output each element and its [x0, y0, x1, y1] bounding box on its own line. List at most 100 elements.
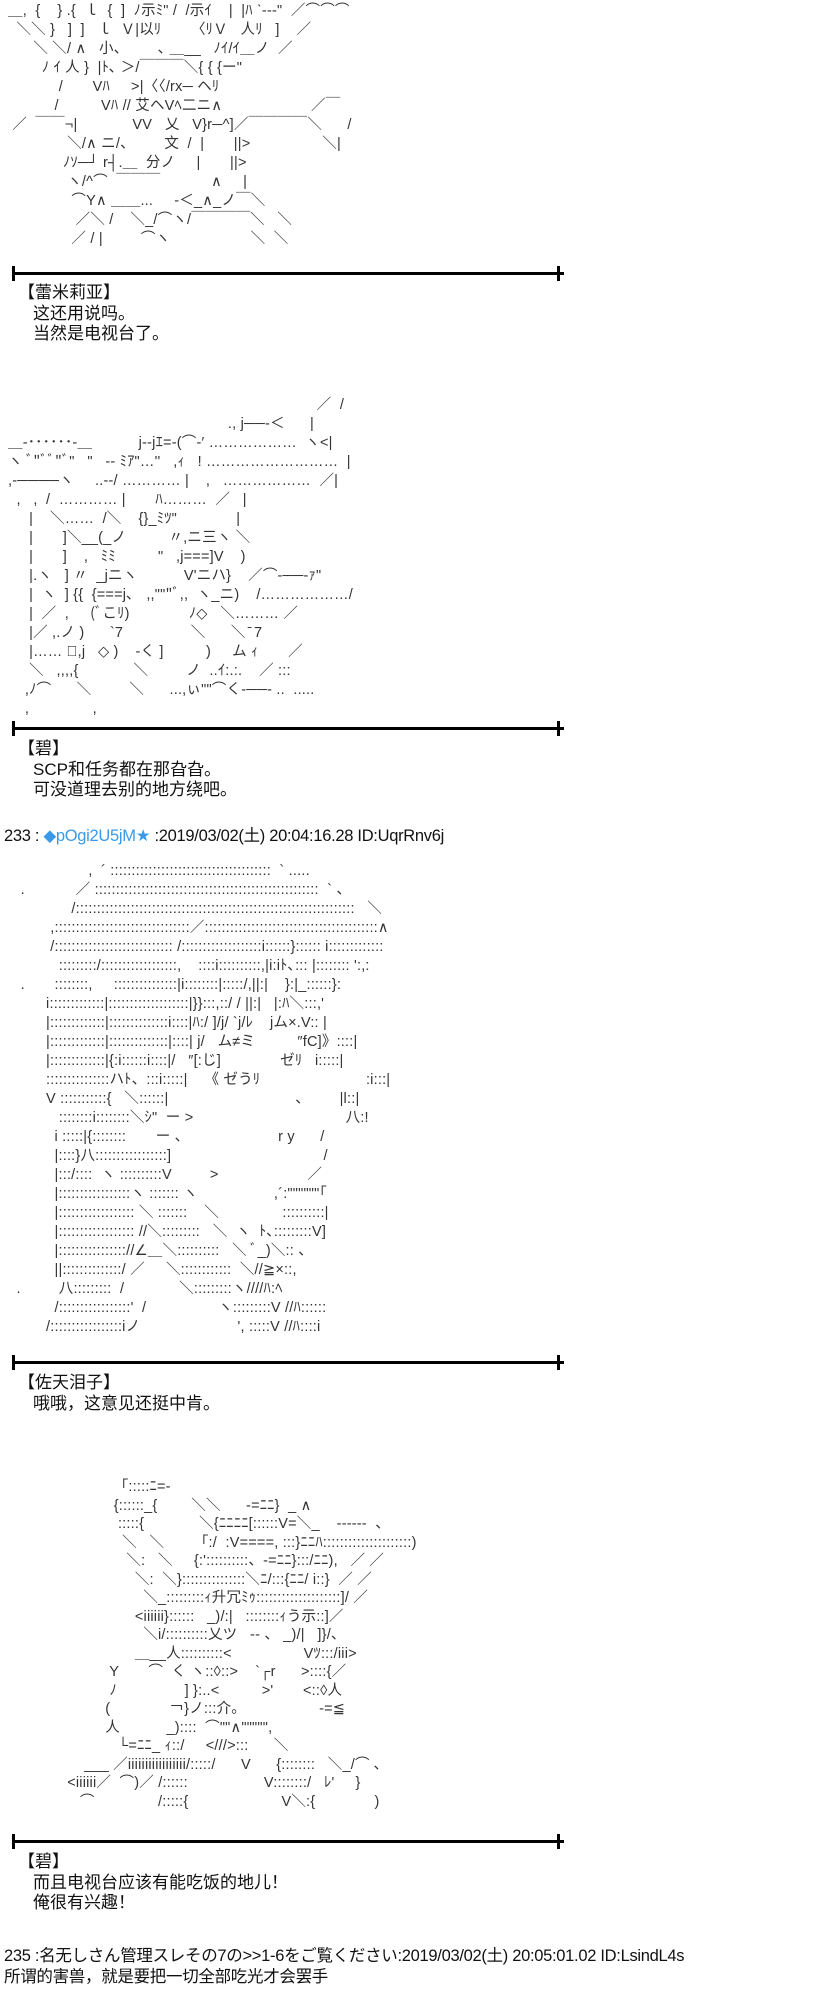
art-line: ⌒ /:::::{ V＼:{ ): [8, 1793, 380, 1810]
art-line: ＿__人::::::::::< Vﾂ:::/iii>: [8, 1645, 357, 1662]
art-line: ,ﾉ⌒ ＼ ＼ ...,ぃ""⌒く‐──- .. .....: [8, 682, 315, 698]
art-line: i :::::|{:::::::: ー 、 r y /: [8, 1129, 325, 1145]
art-line: /:::::::::::::::::::::::::::: /:::::::::…: [8, 939, 384, 955]
speaker-name: 【碧】: [18, 739, 69, 758]
art-line: <iiiiii／ ⌒)／ /:::::: V::::::::/ ﾚ' }: [8, 1775, 361, 1791]
art-line: ＼ ＼/ ∧ 小、 ､ ＿__ ﾉｲ/ｲ＿ノ ／: [8, 41, 293, 57]
art-line: |:::::::::::::|{:i::::::i::::|/ ″[:じ] ゼﾘ…: [8, 1053, 344, 1069]
art-line: ヽ ﾞ"ﾞﾞ"ﾞ" " ‐‐ ﾐｱ"…'' ,ｨ ! ……………………… |: [8, 454, 351, 470]
art-line: ＼/∧ ニ/、 文 / | ||> ＼|: [8, 136, 341, 152]
art-line: / Vﾊ // 艾ヘVﾍ二ニ∧ ／￣: [8, 98, 341, 114]
art-line: └=ﾆﾆ_ ｨ::/ <///>::: ＼: [8, 1738, 289, 1754]
art-line: ., j──‐＜ |: [8, 416, 315, 432]
dialog-line: 俺很有兴趣！: [33, 1893, 135, 1912]
dialog-block-remilia: 【蕾米莉亚】 这还用说吗。 当然是电视台了。: [18, 283, 169, 345]
dialog-block-midori: 【碧】 SCP和任务都在那旮旮。 可没道理去别的地方绕吧。: [18, 739, 237, 801]
art-line: |…… ﾞ,j ◇ ) ‐く ] ) ム ｨ ／: [8, 644, 303, 660]
art-line: ( ￢}ノ:::介｡ -=≦: [8, 1701, 346, 1717]
dialog-line: 而且电视台应该有能吃饭的地儿！: [33, 1872, 288, 1892]
art-line: ／＼ / ＼_/⌒ヽ/￣￣￣￣＼ ＼: [8, 212, 293, 228]
art-line: . 八::::::::: / ＼:::::::::ヽ////ﾊ:ﾍ: [8, 1281, 283, 1297]
speaker-name: 【佐天泪子】: [18, 1373, 120, 1392]
art-line: 人 _):::: ⌒""∧""""",: [8, 1719, 273, 1736]
art-line: ヽ/^⌒ ￣￣￣ ∧ |: [8, 174, 248, 190]
ascii-art-midori: 「:::::ﾆ=- {::::::_{ ＼＼ -=ﾆﾆ} _ ∧ :::::{ …: [8, 1478, 417, 1811]
post-date-id: :2019/03/02(土) 20:04:16.28 ID:UqrRnv6j: [150, 827, 445, 845]
art-line: |:::::::::::::|::::::::::::::|::::| j/ ム…: [8, 1034, 358, 1050]
panel-separator: [12, 266, 564, 281]
art-line: ::::::::i::::::::＼ｼ" ー > 八:!: [8, 1110, 369, 1126]
art-line: ／ / | ⌒ヽ ＼ ＼: [8, 231, 289, 247]
art-line: ﾉ ｲ 人 } |ﾄ､ ＞/￣￣￣＼{ { {ー": [8, 60, 243, 76]
post-number[interactable]: 233: [4, 827, 31, 845]
art-line: | ＼…… /＼ {}_ﾐﾂ" |: [8, 511, 241, 527]
panel-separator: [12, 1355, 564, 1370]
art-line: | ヽ ] {{ {===j､ ,,"""ﾞ,, ヽ_ニ) /………………/: [8, 587, 353, 603]
post-body: 所谓的害兽，就是要把一切全部吃光才会罢手: [4, 1968, 329, 1986]
art-line: |::::}八:::::::::::::::::] /: [8, 1148, 328, 1164]
art-line: | ]＼__(_ノ 〃,ニ三ヽ ＼: [8, 530, 251, 546]
art-line: ＼: ＼ {:'::::::::::、-=ﾆﾆ}:::/ﾆﾆ), ／ ／: [8, 1553, 385, 1569]
art-line: , , / ………… | ﾊ……… ／ |: [8, 492, 247, 508]
art-line: ＼＼ } ] ] ｌ Ｖ|以ﾘ 〈ﾘＶ 人ﾘ ] ／: [8, 22, 312, 38]
speaker-name: 【碧】: [18, 1852, 69, 1871]
art-line: |.ヽ ] 〃 _jニヽ V'ニハ} ／⌒‐──‐ｧ": [8, 568, 322, 584]
dialog-line: 可没道理去别的地方绕吧。: [33, 780, 237, 799]
art-line: <iiiiii}:::::: _)/:| ::::::::ｨう示::]／: [8, 1608, 344, 1625]
art-line: / Vﾊ >|〈〈/rx─ ヘﾘ: [8, 79, 220, 95]
art-line: |:::::::::::::::::: ＼ ::::::: ＼ ::::::::…: [8, 1205, 329, 1221]
art-line: ___ ／iiiiiiiiiiiiiiiii/:::::/ V {:::::::…: [8, 1756, 382, 1773]
art-line: |:::::::::::::|::::::::::::::i::::|ﾊ:/ ]…: [8, 1015, 327, 1031]
post-header-235: 235 :名无しさん管理スレその7の>>1-6をご覧ください:2019/03/0…: [4, 1947, 685, 1965]
art-line: , ´ ::::::::::::::::::::::::::::::::::::…: [8, 863, 310, 879]
art-line: ||::::::::::::::/ ／ ＼:::::::::::: ＼//≧×:…: [8, 1262, 297, 1278]
post-sep: :: [30, 827, 44, 845]
art-line: ,‐────ヽ ..-‐/ ………… | , ……………… ／|: [8, 473, 339, 489]
art-line: |:::/:::: ヽ ::::::::::V > ／: [8, 1167, 323, 1183]
art-line: |:::::::::::::::::ヽ ::::::: ヽ ,´:""""""｢: [8, 1186, 327, 1202]
dialog-line: 当然是电视台了。: [33, 324, 169, 343]
art-line: | ] , ﾐﾐ " ,j===]V ): [8, 549, 246, 565]
art-line: :::::::::::::::ハﾄ、:::i:::::| 《 ゼうﾘ :i:::…: [8, 1072, 391, 1088]
ascii-art-remilia: ＿, { } .{ ｌ { ] ﾉ示ﾐ" / /示ｲ | |ﾊ ˋ‐-‐" ／⌒…: [8, 2, 352, 249]
art-line: | ／ , (ﾞこﾘ) ﾉ◇ ＼……… ／: [8, 606, 299, 622]
ascii-art-scene: ／ / ., j──‐＜ | ＿‐･･････‐＿ j‐‐jｴ=‐(⌒‐′ …………: [8, 396, 353, 719]
panel-separator: [12, 1834, 564, 1849]
art-line: ⌒Y∧ ＿＿... ‐＜_∧_ノ￣＼: [8, 193, 266, 209]
art-line: |／ ,.ノ ) `7 ＼ ＼ ̄ 7: [8, 625, 263, 641]
art-line: ／ /: [8, 397, 345, 413]
panel-separator: [12, 721, 564, 736]
art-line: Y ⌒ く ヽ::◊::> `┌r >::::{／: [8, 1664, 347, 1680]
art-line: ＼_:::::::::ｨ升冗ﾐｩ::::::::::::::::::::]/ ／: [8, 1590, 369, 1606]
art-line: ＼ ＼ 「:/ :V====, :::}ﾆﾆﾊ:::::::::::::::::…: [8, 1534, 417, 1551]
poster-trip: ◆pOgi2U5jM: [43, 827, 137, 845]
art-line: ,::::::::::::::::::::::::::::::::／::::::…: [8, 920, 389, 936]
art-line: , ,: [8, 701, 97, 717]
dialog-block-midori-2: 【碧】 而且电视台应该有能吃饭的地儿！ 俺很有兴趣！: [18, 1852, 288, 1914]
art-line: /:::::::::::::::::iノ ', :::::V //ﾊ::::i: [8, 1319, 321, 1335]
art-line: {::::::_{ ＼＼ -=ﾆﾆ} _ ∧: [8, 1497, 312, 1514]
art-line: ﾉ ] }:..< >' <::◊人: [8, 1682, 343, 1699]
ascii-art-saten: , ´ ::::::::::::::::::::::::::::::::::::…: [8, 862, 390, 1337]
art-line: /:::::::::::::::::::::::::::::::::::::::…: [8, 901, 383, 917]
art-line: 「:::::ﾆ=-: [8, 1479, 171, 1495]
art-line: ＼: ＼}:::::::::::::::＼ﾆ/:::{ﾆﾆ/ i::} ／ ／: [8, 1571, 372, 1588]
art-line: i:::::::::::::|:::::::::::::::::::|}}:::…: [8, 996, 325, 1012]
art-line: ﾉｿ─┘ r┤.＿ 分ノ | ||>: [8, 155, 247, 171]
post-235: 235 :名无しさん管理スレその7の>>1-6をご覧ください:2019/03/0…: [4, 1946, 685, 1988]
art-line: ＿, { } .{ ｌ { ] ﾉ示ﾐ" / /示ｲ | |ﾊ ˋ‐-‐" ／⌒…: [8, 3, 350, 19]
art-line: :::::{ ＼{ﾆﾆﾆﾆ[::::::V=＼_ ‐‐‐‐‐‐ 、: [8, 1516, 390, 1532]
art-line: ＼i/::::::::::乂ツ ‐‐ 、 _)/| ]}/、: [8, 1627, 346, 1643]
art-line: ／ ￣￣¬| VV 乂 V}r─^]／￣￣￣￣＼ /: [8, 117, 352, 133]
art-line: ＿‐･･････‐＿ j‐‐jｴ=‐(⌒‐′ ……………… ヽ<|: [8, 435, 333, 451]
dialog-line: SCP和任务都在那旮旮。: [33, 759, 221, 779]
star-icon: ★: [135, 827, 151, 845]
dialog-line: 哦哦，这意见还挺中肯。: [33, 1393, 220, 1413]
speaker-name: 【蕾米莉亚】: [18, 283, 120, 302]
art-line: ＼ ,,,,{ ＼ ノ ..ｲ:.:. ／ :::: [8, 663, 291, 679]
art-line: . ::::::::, :::::::::::::::|i::::::::|::…: [8, 977, 342, 993]
dialog-block-saten: 【佐天泪子】 哦哦，这意见还挺中肯。: [18, 1373, 220, 1414]
art-line: |:::::::::::::::://∠＿＼:::::::::: ＼ ﾞ_)＼:…: [8, 1243, 313, 1259]
art-line: . ／ ::::::::::::::::::::::::::::::::::::…: [8, 882, 352, 898]
dialog-line: 这还用说吗。: [33, 303, 135, 323]
